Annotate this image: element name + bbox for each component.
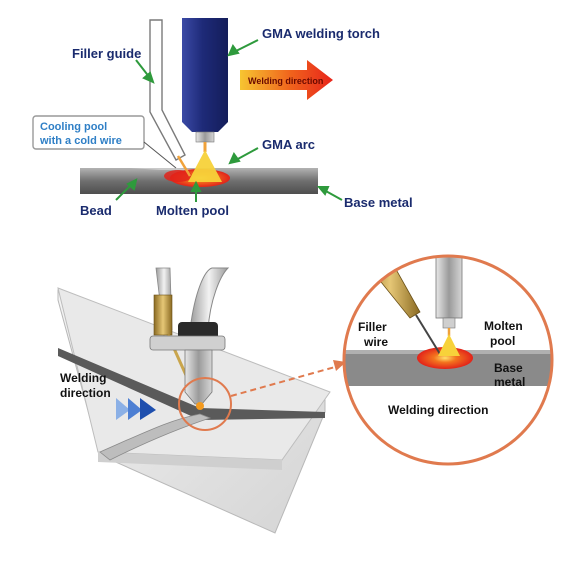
leader-arrows [115, 39, 343, 202]
inset-base-metal-line1: Base [494, 361, 523, 375]
welding-direction-arrow: Welding direction [240, 60, 333, 100]
molten-pool-label: Molten pool [156, 203, 229, 218]
inset-detail: Filler wire Molten pool Base metal Weldi… [342, 254, 554, 466]
inset-molten-pool [417, 347, 473, 369]
bottom-panel: Welding direction Filler wi [57, 254, 554, 534]
gma-arc-shape [188, 150, 222, 182]
inset-base-metal-line2: metal [494, 375, 525, 389]
bead-label: Bead [80, 203, 112, 218]
bottom-welding-direction-line2: direction [60, 386, 111, 400]
bottom-welding-direction-line1: Welding [60, 371, 106, 385]
inset-ring [342, 254, 554, 466]
chevron-triple-right-icon [116, 398, 156, 420]
torch-label: GMA welding torch [262, 26, 380, 41]
inset-filler-wire [415, 314, 441, 355]
workpiece-edge [98, 452, 282, 470]
welding-direction-label: Welding direction [248, 76, 323, 86]
cooling-pool-callout [32, 115, 145, 150]
arc-spot [196, 402, 204, 410]
inset-filler-wire-line2: wire [363, 335, 388, 349]
weld-bead-ribbon [99, 413, 212, 461]
cooling-pool-label-line1: Cooling pool [40, 121, 107, 133]
torch-clamp [149, 335, 226, 351]
filler-guide-icon [149, 19, 186, 161]
welding-torch-icon [182, 18, 228, 132]
torch-hose [189, 267, 230, 331]
inset-molten-pool-line1: Molten [484, 319, 523, 333]
weld-seam [58, 348, 325, 420]
inset-caption: Welding direction [388, 403, 488, 417]
callout-leader [143, 141, 177, 169]
inset-molten-pool-line2: pool [490, 334, 515, 348]
filler-guide-label: Filler guide [72, 46, 141, 61]
cooling-pool-shape [164, 170, 192, 182]
inset-torch-tube [435, 256, 463, 319]
torch-collar [178, 322, 218, 340]
top-panel: Welding direction Cooling pool with a co… [32, 18, 413, 218]
filler-wire [176, 155, 192, 177]
callout-dashed-leader [230, 366, 336, 397]
filler-nozzle-brass [153, 294, 173, 336]
arrow-right-icon [240, 60, 333, 100]
gma-arc-label: GMA arc [262, 137, 315, 152]
inset-arc [438, 334, 460, 356]
base-metal-label: Base metal [344, 195, 413, 210]
torch-nozzle-body [184, 349, 213, 405]
cooling-pool-label-line2: with a cold wire [39, 135, 122, 147]
inset-filler-wire-line1: Filler [358, 320, 387, 334]
torch-nozzle [195, 131, 215, 143]
magnifier-callout-icon [178, 377, 232, 431]
